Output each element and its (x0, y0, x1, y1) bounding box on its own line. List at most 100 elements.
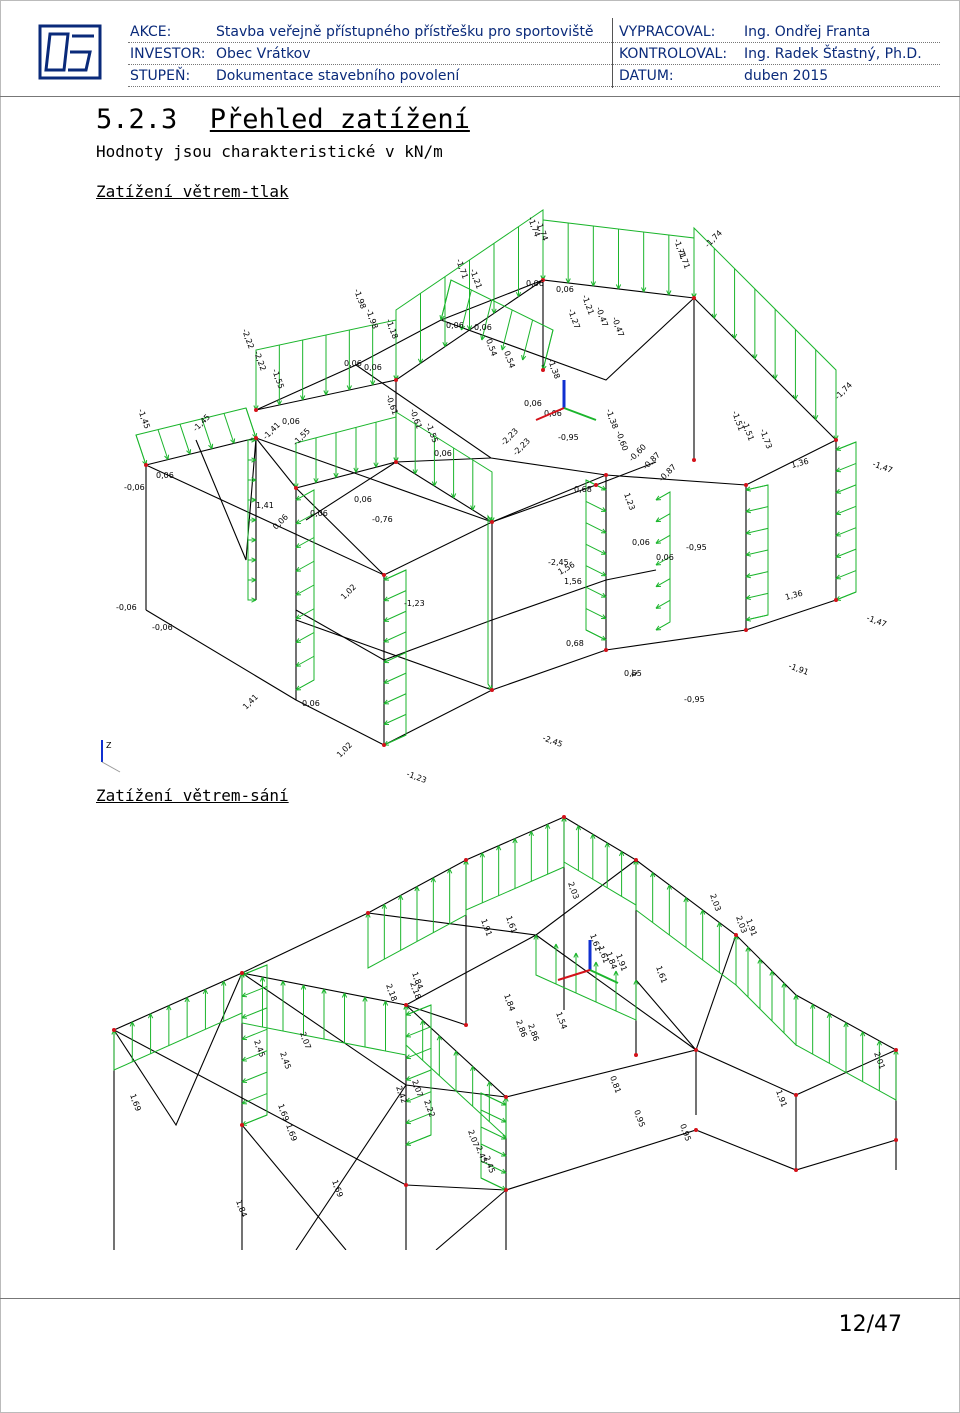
load-arrowhead (383, 637, 390, 643)
load-value-label: 1,36 (790, 457, 810, 470)
load-arrow (655, 599, 671, 609)
node-marker (604, 648, 608, 652)
node-marker (294, 486, 298, 490)
load-arrow (585, 522, 607, 534)
load-arrow (585, 629, 607, 641)
load-arrowhead (251, 477, 257, 483)
load-arrowhead (381, 903, 387, 909)
load-arrowhead (459, 325, 465, 331)
load-arrowhead (655, 625, 662, 631)
node-marker (394, 460, 398, 464)
load-arrowhead (405, 1010, 412, 1016)
load-value-label: 1,41 (241, 692, 260, 711)
load-value-label: -1,23 (404, 599, 425, 608)
load-value-label: 0,06 (271, 512, 290, 531)
load-arrowhead (251, 537, 257, 543)
load-arrow (480, 1126, 507, 1140)
load-arrow (405, 1026, 432, 1038)
load-arrowhead (251, 517, 257, 523)
load-arrow (383, 631, 407, 643)
node-marker (794, 1093, 798, 1097)
node-marker (562, 815, 566, 819)
load-arrowhead (745, 529, 751, 535)
load-value-label: 1,41 (256, 501, 274, 510)
load-arrowhead (683, 897, 689, 903)
node-marker (404, 1183, 408, 1187)
load-arrowhead (600, 614, 607, 620)
load-arrowhead (430, 877, 436, 883)
coordinate-axes-icon (557, 940, 619, 984)
node-marker (112, 1028, 116, 1032)
load-arrowhead (700, 909, 706, 915)
load-value-label: 0,65 (624, 669, 642, 678)
load-value-label: -1,74 (703, 228, 724, 249)
load-arrowhead (826, 1013, 832, 1019)
coordinate-axes-icon (535, 380, 597, 421)
load-arrowhead (573, 952, 579, 958)
load-value-label: 0,68 (566, 639, 584, 648)
load-arrow (383, 693, 407, 705)
load-arrow (542, 329, 554, 371)
load-value-label: 1,02 (339, 582, 358, 601)
load-arrowhead (615, 284, 622, 290)
load-value-label: 1,69 (284, 1123, 299, 1143)
load-arrow (655, 513, 671, 523)
load-arrowhead (383, 596, 390, 602)
node-marker (504, 1188, 508, 1192)
load-arrowhead (241, 1078, 248, 1083)
load-arrowhead (431, 481, 438, 487)
load-arrow (201, 418, 213, 449)
load-arrowhead (353, 467, 359, 473)
load-arrow (245, 407, 257, 439)
node-marker (254, 436, 258, 440)
load-arrowhead (383, 720, 390, 725)
load-value-label: 0,06 (282, 417, 300, 426)
load-arrowhead (259, 976, 266, 982)
load-arrow (241, 1050, 268, 1062)
load-outline (135, 407, 257, 466)
node-marker (490, 688, 494, 692)
load-arrowhead (241, 1099, 248, 1105)
load-arrowhead (370, 380, 376, 386)
load-value-label: -1,21 (468, 268, 484, 291)
load-value-label: 0,06 (526, 279, 544, 288)
load-value-label: -2,23 (511, 436, 532, 457)
load-value-label: -1,45 (191, 412, 212, 433)
load-outline (735, 935, 797, 1047)
load-arrowhead (860, 1031, 866, 1037)
load-arrowhead (241, 1035, 248, 1041)
load-arrow (745, 506, 769, 513)
load-diagrams (111, 816, 899, 1191)
load-arrowhead (752, 354, 758, 360)
node-marker (692, 458, 696, 462)
load-arrow (835, 441, 857, 451)
node-marker (604, 473, 608, 477)
load-arrowhead (466, 325, 473, 331)
load-value-label: -1,27 (566, 308, 582, 331)
load-value-label: 1,61 (654, 965, 669, 985)
load-value-label: -1,38 (546, 358, 562, 381)
load-arrowhead (666, 884, 672, 890)
load-arrowhead (500, 1151, 507, 1157)
load-arrowhead (757, 958, 763, 964)
load-arrowhead (362, 996, 368, 1002)
load-value-label: 0,06 (434, 449, 452, 458)
load-arrowhead (383, 699, 390, 705)
load-arrowhead (300, 395, 306, 401)
load-arrowhead (835, 467, 842, 473)
title-block: AKCE: Stavba veřejně přístupného přístře… (0, 0, 960, 97)
section-number: 5.2.3 (96, 104, 178, 135)
load-value-label: 2,22 (422, 1099, 437, 1119)
load-value-label: 0,06 (156, 471, 174, 480)
load-arrowhead (604, 842, 610, 848)
load-arrowhead (323, 390, 329, 396)
load-arrow (295, 537, 315, 548)
load-arrowhead (633, 979, 639, 985)
load-arrow (295, 608, 315, 620)
node-marker (894, 1048, 898, 1052)
load-arrowhead (453, 1050, 459, 1056)
load-arrowhead (321, 988, 327, 994)
load-value-label: -0,61 (384, 394, 400, 417)
load-value-label: 0,06 (302, 699, 320, 708)
